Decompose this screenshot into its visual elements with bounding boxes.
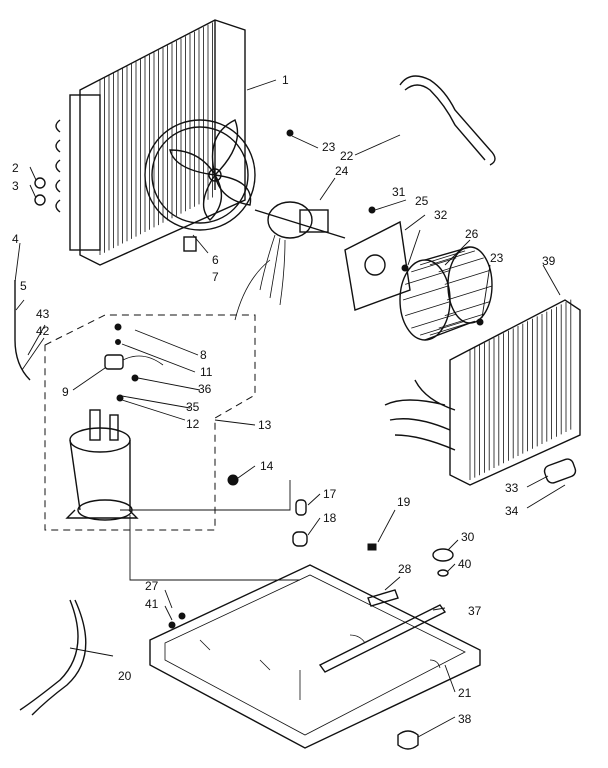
callout-labels: 1 2 3 4 5 6 7 8 9 11 12 13 14 17 18 19 2… [12,73,556,726]
callout-label: 4 [12,232,19,246]
nuts-2-3 [34,177,46,206]
fan-clip [183,236,197,252]
callout-label: 1 [282,73,289,87]
refrigerant-lines [120,480,300,581]
evaporator-tubes [384,379,456,451]
heater-wires-4-5-42-43 [14,280,31,381]
callout-label: 17 [323,487,337,501]
callout-label: 19 [397,495,411,509]
callout-label: 7 [212,270,219,284]
callout-label: 13 [258,418,272,432]
standoffs [292,499,377,551]
base-rail [318,604,447,673]
callout-label: 23 [322,140,336,154]
callout-label: 42 [36,324,50,338]
callout-label: 36 [198,382,212,396]
blower-wheel [399,246,493,341]
capacitor-33 [543,458,577,484]
callout-label: 24 [335,164,349,178]
callout-label: 5 [20,279,27,293]
grommet-30-40 [432,548,454,577]
callout-label: 23 [490,251,504,265]
callout-label: 38 [458,712,472,726]
callout-label: 33 [505,481,519,495]
callout-label: 22 [340,149,354,163]
callout-label: 12 [186,417,200,431]
callout-label: 32 [434,208,448,222]
callout-label: 3 [12,179,19,193]
compressor [65,409,139,521]
callout-label: 39 [542,254,556,268]
callout-label: 35 [186,400,200,414]
callout-label: 18 [323,511,337,525]
callout-label: 41 [145,597,159,611]
evaporator-coil [449,299,581,486]
callout-label: 20 [118,669,132,683]
callout-label: 14 [260,459,274,473]
overload-protector [104,354,164,370]
fan-shroud [144,119,256,231]
callout-label: 11 [200,365,213,379]
drain-plug [397,730,419,750]
callout-label: 25 [415,194,429,208]
callout-label: 21 [458,686,472,700]
callout-label: 30 [461,530,475,544]
base-pan [149,564,481,749]
callout-label: 27 [145,579,159,593]
motor-mount-bracket [344,220,411,311]
callout-label: 34 [505,504,519,518]
callout-label: 9 [62,385,69,399]
callout-label: 31 [392,185,406,199]
fan-motor [234,201,346,321]
callout-label: 28 [398,562,412,576]
condenser-coil [79,19,246,266]
compressor-small-parts [114,323,239,486]
callout-label: 6 [212,253,219,267]
callout-label: 2 [12,161,19,175]
small-screws [168,129,484,629]
leader-lines [14,79,566,738]
fan-blade [169,119,252,221]
spring-clip [399,75,496,166]
callout-label: 43 [36,307,50,321]
compressor-group [44,314,256,531]
power-cord [19,599,87,716]
condenser-tube-bends [55,94,101,251]
callout-label: 40 [458,557,472,571]
callout-label: 8 [200,348,207,362]
callout-label: 37 [468,604,482,618]
bracket-28 [367,589,399,607]
callout-label: 26 [465,227,479,241]
